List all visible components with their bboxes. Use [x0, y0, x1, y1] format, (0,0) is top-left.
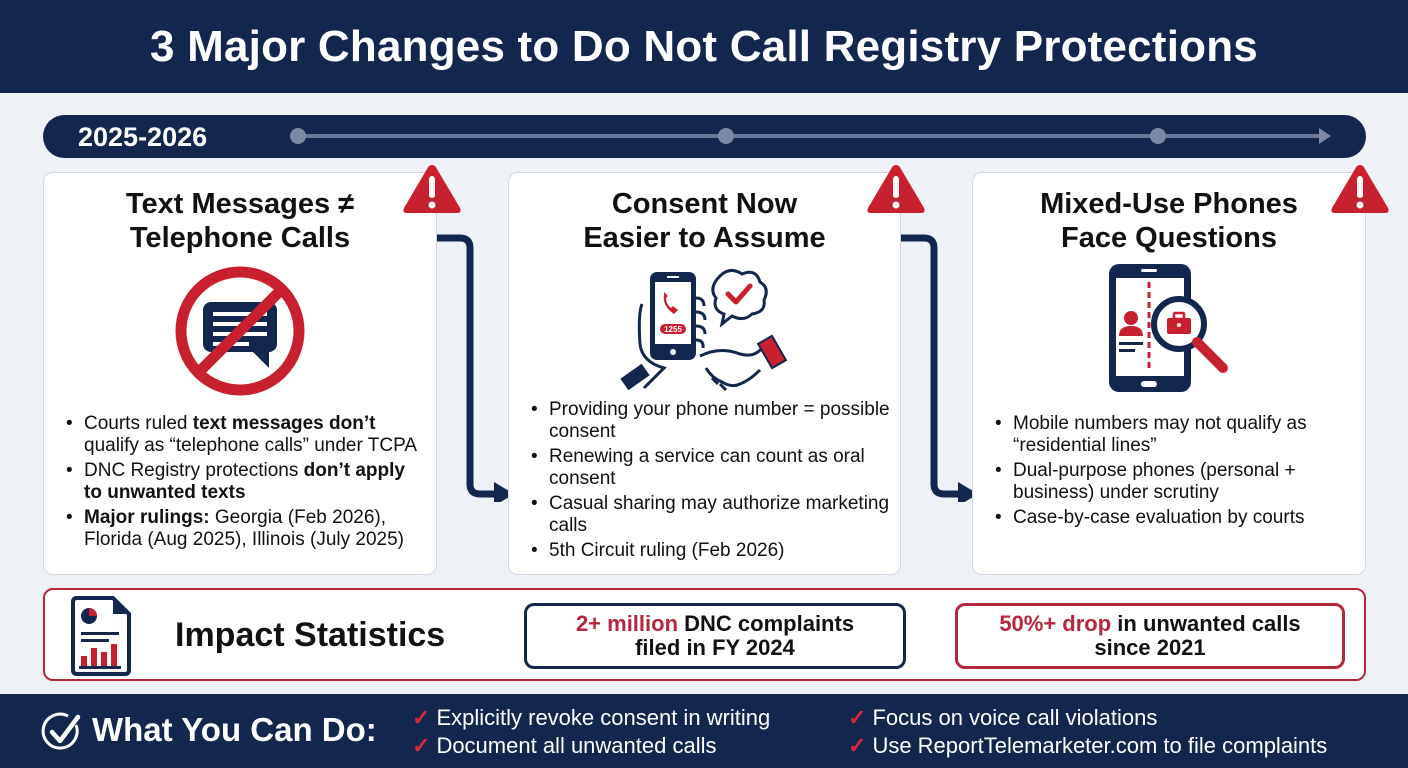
timeline-dot-1: [290, 128, 306, 144]
stat-highlight: 2+ million: [575, 611, 679, 636]
stat-text: DNC complaints: [678, 611, 855, 636]
card-title: Consent Now Easier to Assume: [509, 187, 900, 255]
card-title-line1: Mixed-Use Phones: [1040, 188, 1298, 220]
connector-arrow-2-icon: [900, 234, 978, 502]
action-item: ✓Use ReportTelemarketer.com to file comp…: [848, 733, 1328, 758]
action-item: ✓Focus on voice call violations: [848, 705, 1158, 730]
stat-text-line2: since 2021: [1094, 635, 1206, 660]
action-item: ✓Explicitly revoke consent in writing: [412, 705, 771, 730]
timeline-dot-2: [718, 128, 734, 144]
stat-text: in unwanted calls: [1111, 611, 1301, 636]
bullet-item: Major rulings: Georgia (Feb 2026), Flori…: [66, 507, 426, 551]
bullet-item: DNC Registry protections don’t apply to …: [66, 460, 426, 504]
card-title: Mixed-Use Phones Face Questions: [973, 187, 1365, 255]
timeline-track: [298, 134, 1323, 138]
card-title-line2: Telephone Calls: [129, 222, 351, 254]
bullet-item: Casual sharing may authorize marketing c…: [531, 493, 890, 537]
timeline-label: 2025-2026: [78, 122, 208, 152]
card-consent: Consent Now Easier to Assume 1255 Provid…: [508, 172, 901, 575]
bullet-item: 5th Circuit ruling (Feb 2026): [531, 540, 890, 562]
connector-arrow-1-icon: [436, 234, 514, 502]
card-title-line1: Consent Now: [611, 188, 798, 220]
phone-magnifier-briefcase-icon: [973, 261, 1365, 396]
header-banner: 3 Major Changes to Do Not Call Registry …: [0, 0, 1408, 93]
report-chart-icon: [71, 596, 131, 676]
stat-text-line2: filed in FY 2024: [635, 635, 795, 660]
bullet-item: Mobile numbers may not qualify as “resid…: [995, 413, 1355, 457]
card-bullets: Courts ruled text messages don’t qualify…: [66, 413, 426, 554]
timeline-bar: 2025-2026: [43, 115, 1366, 158]
checkmark-icon: ✓: [848, 733, 867, 758]
card-text-messages: Text Messages ≠ Telephone Calls Courts r…: [43, 172, 437, 575]
check-circle-icon: [41, 712, 81, 750]
stat-dnc-complaints: 2+ million DNC complaints filed in FY 20…: [524, 603, 906, 669]
warning-icon: [867, 165, 925, 213]
card-mixed-use-phones: Mixed-Use Phones Face Questions Mobile n…: [972, 172, 1366, 575]
bullet-item: Renewing a service can count as oral con…: [531, 446, 890, 490]
phone-handshake-consent-icon: 1255: [509, 261, 900, 401]
footer-actions-bar: What You Can Do: ✓Explicitly revoke cons…: [0, 694, 1408, 768]
warning-icon: [403, 165, 461, 213]
footer-title: What You Can Do:: [92, 711, 377, 748]
card-title: Text Messages ≠ Telephone Calls: [44, 187, 436, 255]
card-title-line2: Face Questions: [1061, 222, 1277, 254]
bullet-item: Dual-purpose phones (personal + business…: [995, 460, 1355, 504]
svg-text:1255: 1255: [664, 325, 682, 334]
stat-unwanted-calls-drop: 50%+ drop in unwanted calls since 2021: [955, 603, 1345, 669]
stat-highlight: 50%+ drop: [999, 611, 1112, 636]
checkmark-icon: ✓: [412, 733, 431, 758]
bullet-item: Providing your phone number = possible c…: [531, 399, 890, 443]
bullet-item: Case-by-case evaluation by courts: [995, 507, 1355, 529]
checkmark-icon: ✓: [848, 705, 867, 730]
stats-title: Impact Statistics: [175, 616, 446, 654]
no-text-message-icon: [44, 263, 436, 398]
card-bullets: Mobile numbers may not qualify as “resid…: [995, 413, 1355, 532]
card-title-line1: Text Messages ≠: [125, 188, 355, 220]
timeline-arrow-icon: [1319, 128, 1331, 144]
card-bullets: Providing your phone number = possible c…: [531, 399, 890, 565]
action-item: ✓Document all unwanted calls: [412, 733, 717, 758]
bullet-item: Courts ruled text messages don’t qualify…: [66, 413, 426, 457]
impact-statistics-panel: Impact Statistics 2+ million DNC complai…: [43, 588, 1366, 681]
warning-icon: [1331, 165, 1389, 213]
checkmark-icon: ✓: [412, 705, 431, 730]
card-title-line2: Easier to Assume: [583, 222, 826, 254]
timeline-dot-3: [1150, 128, 1166, 144]
page-title: 3 Major Changes to Do Not Call Registry …: [150, 21, 1258, 71]
